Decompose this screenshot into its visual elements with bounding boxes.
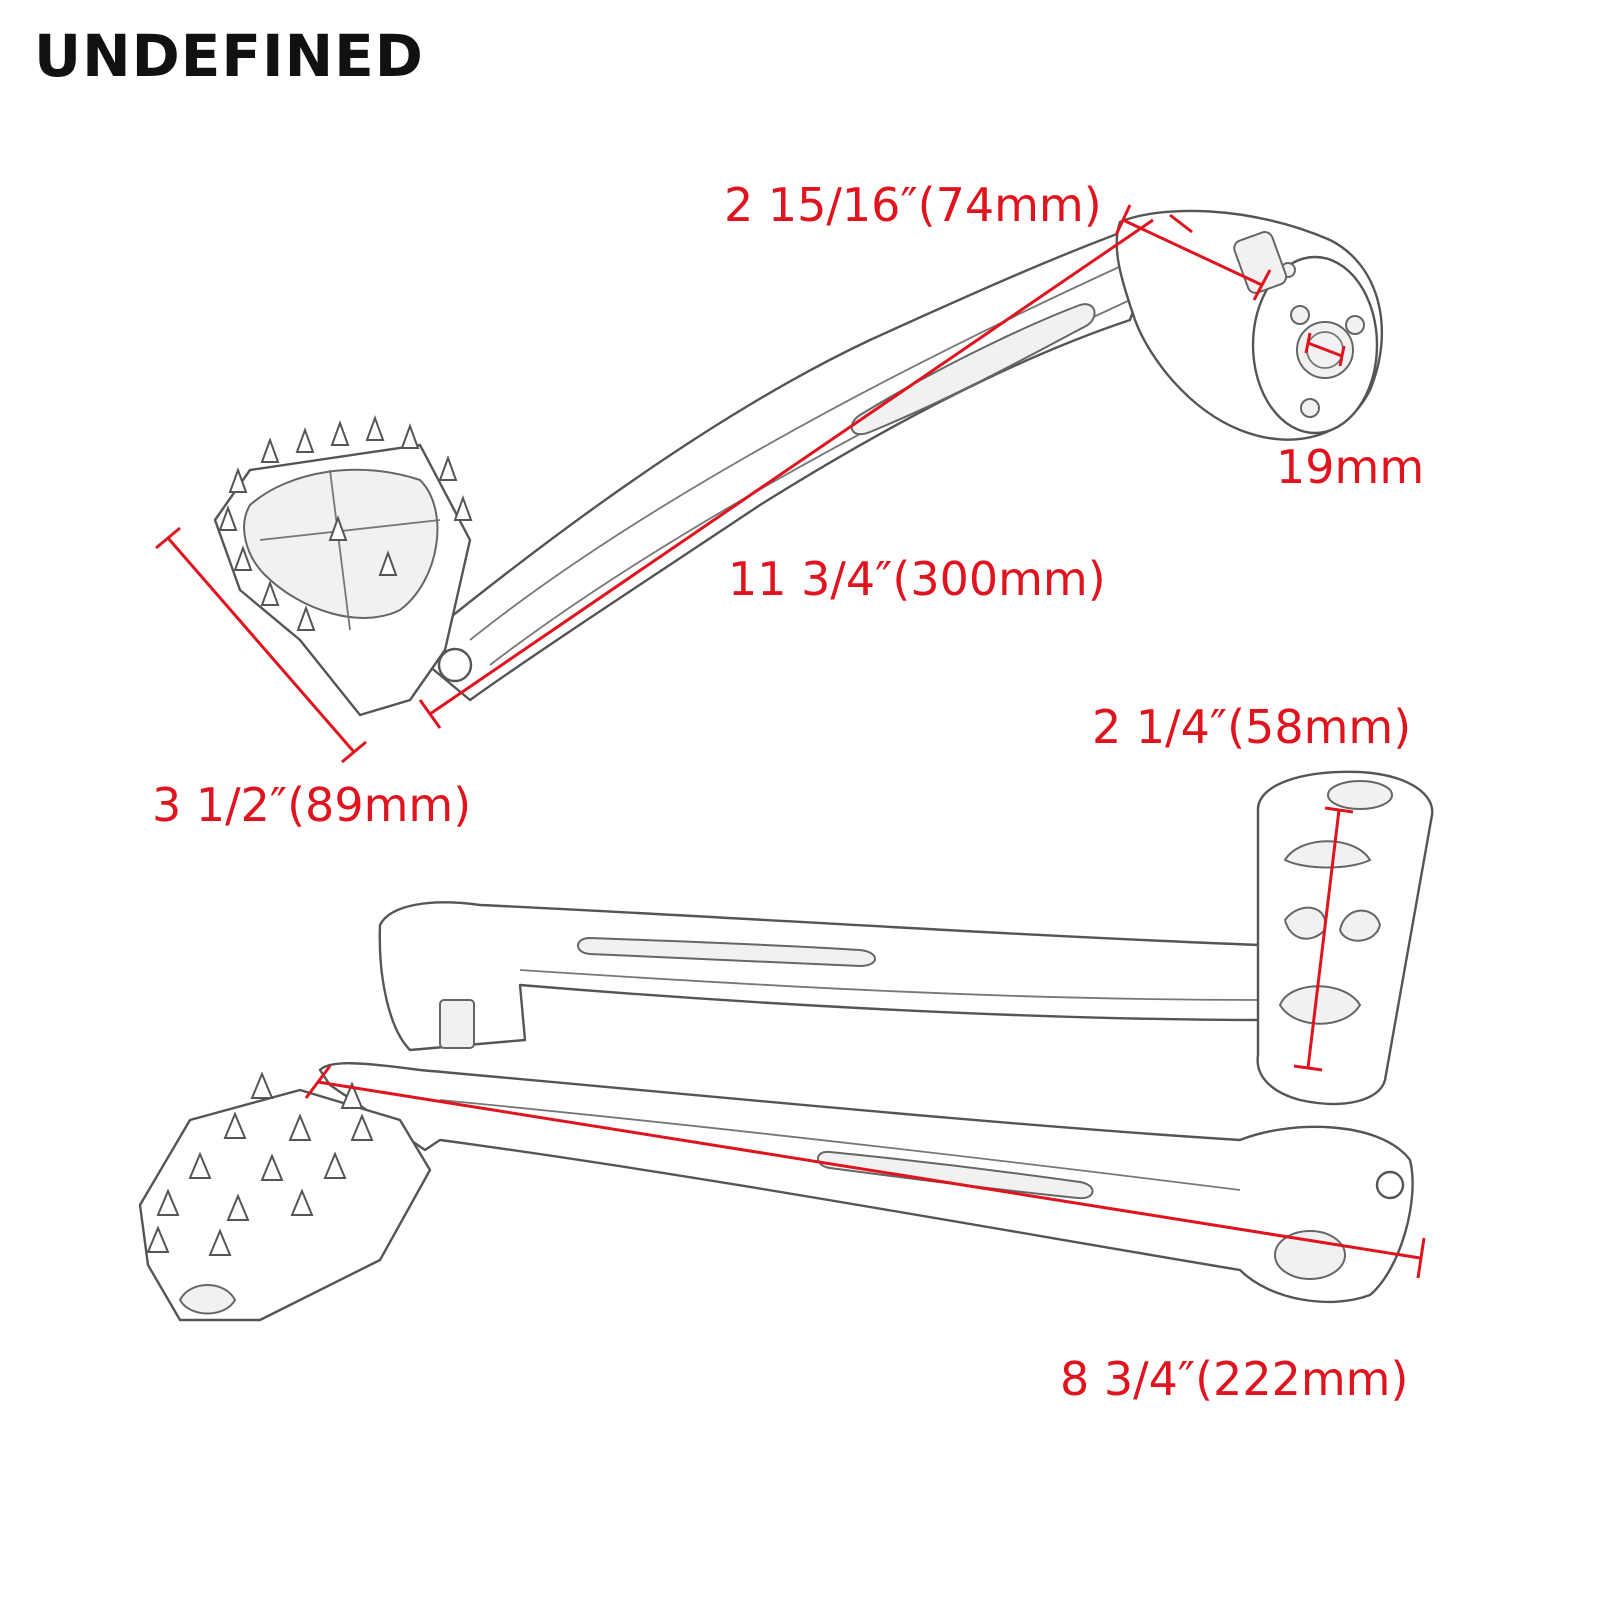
bolt-hole-icon bbox=[1345, 315, 1365, 335]
bottom-lever-arm bbox=[318, 1062, 1414, 1304]
pinch-bolt-icon bbox=[1375, 1170, 1405, 1200]
top-lever bbox=[213, 209, 1383, 717]
dimension-shaft-bore: 19mm bbox=[1276, 440, 1425, 494]
middle-lever bbox=[378, 770, 1434, 1106]
dimension-bottom-lever-length: 8 3/4″(222mm) bbox=[1060, 1352, 1409, 1406]
bottom-pivot-boss bbox=[1274, 1230, 1346, 1280]
dimension-lines bbox=[155, 204, 1426, 1279]
top-peg-spikes bbox=[218, 415, 473, 631]
splined-clamp bbox=[439, 999, 475, 1049]
bottom-foot-peg bbox=[138, 1088, 432, 1322]
brand-logo: UNDEFINED bbox=[34, 22, 424, 90]
bolt-hole-icon bbox=[1300, 398, 1320, 418]
bolt-hole-icon bbox=[1290, 305, 1310, 325]
dimension-top-pivot-width: 2 15/16″(74mm) bbox=[724, 178, 1102, 232]
bottom-lever-slot bbox=[817, 1150, 1094, 1200]
bottom-peg-spikes bbox=[146, 1071, 374, 1256]
dimension-bottom-pivot-height: 2 1/4″(58mm) bbox=[1092, 700, 1412, 754]
peg-pivot-icon bbox=[437, 647, 473, 683]
middle-lever-arm bbox=[378, 901, 1267, 1052]
middle-lever-slot bbox=[577, 936, 876, 968]
dimension-top-lever-length: 11 3/4″(300mm) bbox=[728, 552, 1106, 606]
dimension-peg-width: 3 1/2″(89mm) bbox=[152, 778, 472, 832]
bottom-lever bbox=[138, 1062, 1414, 1322]
top-lever-slot bbox=[850, 303, 1096, 435]
pivot-cutouts bbox=[1278, 840, 1382, 1025]
